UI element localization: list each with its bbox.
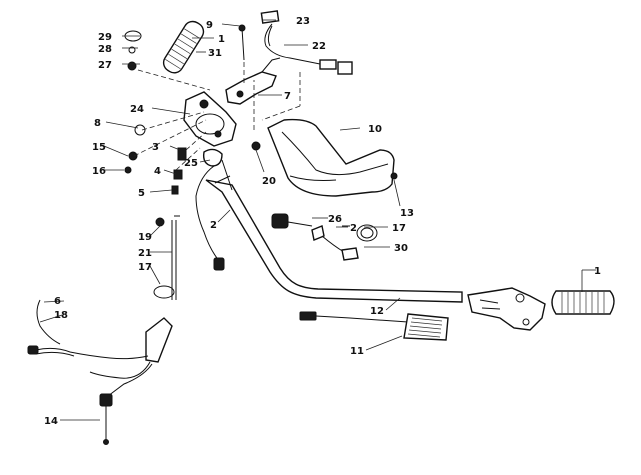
callout-8: 8 xyxy=(94,118,101,129)
callout-28: 28 xyxy=(98,44,112,55)
callout-18: 18 xyxy=(54,310,68,321)
callout-4: 4 xyxy=(154,166,161,177)
hardware xyxy=(124,24,398,227)
leader-lines xyxy=(39,19,596,421)
callout-16: 16 xyxy=(92,166,106,177)
callout-25: 25 xyxy=(184,158,198,169)
callout-12: 12 xyxy=(370,306,384,317)
throttle-housing xyxy=(467,287,546,331)
callout-27: 27 xyxy=(98,60,112,71)
heater-element xyxy=(299,311,449,341)
switch-assembly xyxy=(271,213,378,261)
callout-22: 22 xyxy=(312,41,326,52)
throttle-cable xyxy=(27,220,177,445)
callout-23: 23 xyxy=(296,16,310,27)
callout-17-cable: 17 xyxy=(138,262,152,273)
callout-26: 26 xyxy=(328,214,342,225)
right-grip xyxy=(551,290,615,315)
callout-19: 19 xyxy=(138,232,152,243)
callout-2-switch: 2 xyxy=(350,223,357,234)
callout-29: 29 xyxy=(98,32,112,43)
callout-1-left-grip: 1 xyxy=(218,34,225,45)
choke-cable xyxy=(195,159,233,271)
callout-24: 24 xyxy=(130,104,144,115)
callout-14: 14 xyxy=(44,416,58,427)
lever-bracket xyxy=(225,57,281,105)
callout-5: 5 xyxy=(138,188,145,199)
assembly-lines xyxy=(133,62,301,171)
handlebar-clamp xyxy=(183,91,237,167)
callout-1-right-grip: 1 xyxy=(594,266,601,277)
callout-31: 31 xyxy=(208,48,222,59)
callout-labels: 1 1 2 2 3 4 5 6 7 8 9 10 11 12 13 14 15 … xyxy=(44,16,601,427)
callout-3: 3 xyxy=(152,142,159,153)
callout-17-switch: 17 xyxy=(392,223,406,234)
callout-13: 13 xyxy=(400,208,414,219)
callout-20: 20 xyxy=(262,176,276,187)
callout-15: 15 xyxy=(92,142,106,153)
callout-2-choke: 2 xyxy=(210,220,217,231)
callout-9: 9 xyxy=(206,20,213,31)
callout-10: 10 xyxy=(368,124,382,135)
callout-30: 30 xyxy=(394,243,408,254)
callout-7: 7 xyxy=(284,91,291,102)
callout-11: 11 xyxy=(350,346,364,357)
handlebar-pad xyxy=(267,118,395,197)
callout-21: 21 xyxy=(138,248,152,259)
callout-6: 6 xyxy=(54,296,61,307)
left-grip xyxy=(162,20,205,74)
